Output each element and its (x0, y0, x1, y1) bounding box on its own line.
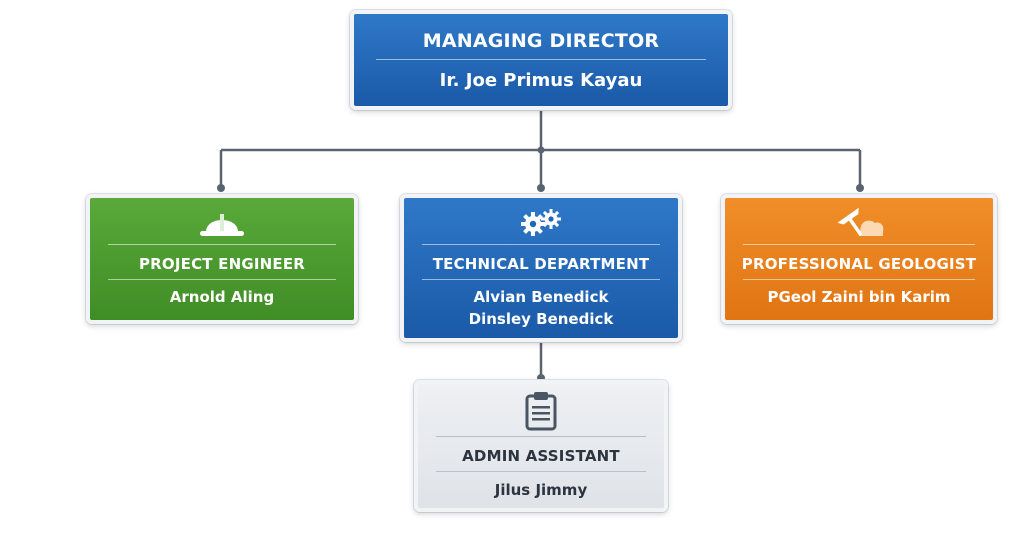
node-separator (743, 279, 975, 280)
node-separator (436, 471, 646, 472)
node-title: TECHNICAL DEPARTMENT (432, 255, 650, 273)
node-name: Dinsley Benedick (468, 310, 614, 328)
node-separator (108, 279, 336, 280)
node-name: Ir. Joe Primus Kayau (439, 70, 643, 91)
node-separator (422, 279, 660, 280)
node-separator (108, 244, 336, 245)
gears-icon (513, 206, 569, 242)
node-title: PROJECT ENGINEER (138, 255, 306, 273)
node-name: Arnold Aling (169, 288, 275, 306)
node-title: MANAGING DIRECTOR (422, 30, 660, 52)
connector-dot-technical (537, 184, 545, 192)
rock-hammer-icon (831, 206, 887, 244)
connector-dot-project-engineer (217, 184, 225, 192)
node-separator (436, 436, 646, 437)
node-separator (743, 244, 975, 245)
hard-hat-icon (196, 204, 248, 244)
node-managing-director: MANAGING DIRECTOR Ir. Joe Primus Kayau (350, 10, 732, 110)
node-name: PGeol Zaini bin Karim (767, 288, 951, 306)
node-separator (376, 59, 706, 60)
node-admin-assistant: ADMIN ASSISTANT Jilus Jimmy (414, 380, 668, 512)
connector-dot-geologist (856, 184, 864, 192)
node-professional-geologist: PROFESSIONAL GEOLOGIST PGeol Zaini bin K… (721, 194, 997, 324)
node-separator (422, 244, 660, 245)
node-name: Alvian Benedick (473, 288, 609, 306)
node-title: ADMIN ASSISTANT (462, 447, 620, 465)
node-project-engineer: PROJECT ENGINEER Arnold Aling (86, 194, 358, 324)
connector-dot-director (537, 146, 545, 154)
node-technical-department: TECHNICAL DEPARTMENT Alvian Benedick Din… (400, 194, 682, 342)
node-name: Jilus Jimmy (494, 481, 588, 499)
clipboard-icon (521, 390, 561, 436)
node-title: PROFESSIONAL GEOLOGIST (741, 255, 977, 273)
